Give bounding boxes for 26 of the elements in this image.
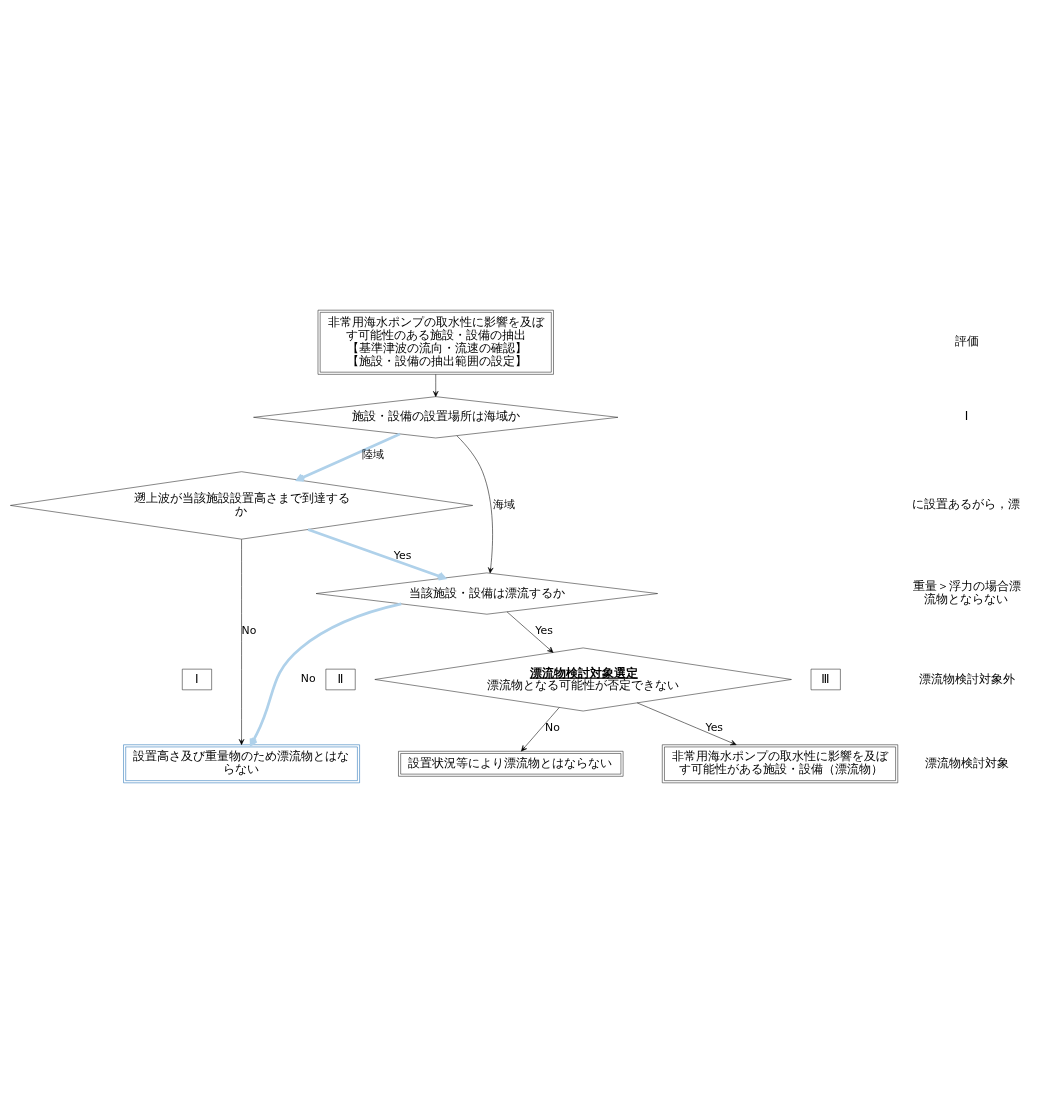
arrow bbox=[456, 435, 494, 574]
arrow bbox=[238, 539, 245, 745]
edge-label: No bbox=[300, 672, 316, 686]
label: Ⅰ bbox=[964, 409, 969, 424]
label: 重量＞浮力の場合漂流物とならない bbox=[913, 579, 1022, 607]
edge-label: Yes bbox=[535, 623, 553, 637]
arrow bbox=[521, 707, 560, 752]
label: 漂流物検討対象 bbox=[924, 755, 1009, 770]
edge-label: No bbox=[545, 720, 560, 734]
label: に設置あるがら，漂 bbox=[912, 497, 1021, 512]
edge-label: 陸域 bbox=[361, 447, 384, 461]
arrow bbox=[307, 528, 446, 581]
label: 評価 bbox=[954, 334, 979, 349]
edge-label: 海域 bbox=[492, 498, 515, 512]
arrow bbox=[296, 432, 401, 482]
edge-label: No bbox=[241, 623, 257, 637]
arrow bbox=[636, 702, 737, 746]
node-box: Ⅰ bbox=[182, 668, 212, 691]
arrow bbox=[433, 374, 439, 397]
arrow bbox=[506, 611, 554, 653]
label: 漂流物検討対象外 bbox=[918, 671, 1015, 686]
node-box: Ⅱ bbox=[325, 668, 356, 691]
edge-label: Yes bbox=[705, 720, 724, 734]
node-box: Ⅲ bbox=[810, 668, 841, 691]
edge-label: Yes bbox=[393, 548, 412, 562]
node-diamond: 施設・設備の設置場所は海域か bbox=[253, 396, 619, 439]
